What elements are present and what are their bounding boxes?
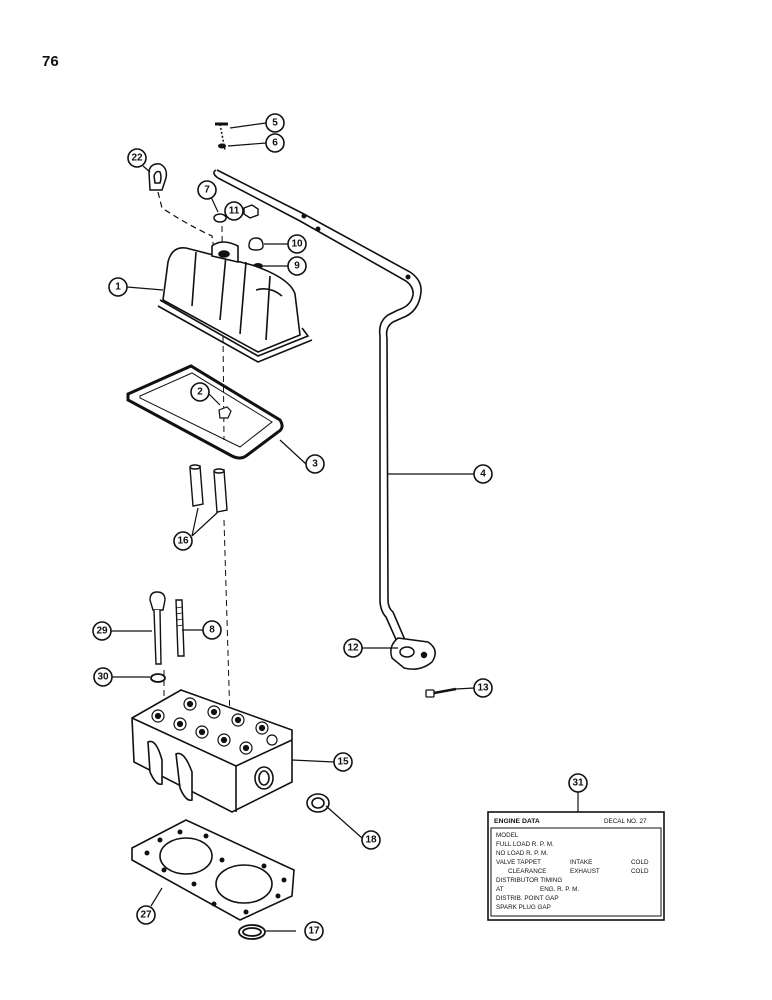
callout-15: 15	[333, 752, 353, 772]
part-tubes	[189, 464, 228, 513]
decal-line-clearance: CLEARANCE	[508, 868, 547, 875]
callout-8: 8	[202, 620, 222, 640]
assembly-line-tubes	[223, 519, 231, 721]
leader-lines	[111, 122, 579, 932]
part-cover-gasket	[126, 364, 284, 460]
svg-text:22: 22	[131, 153, 143, 164]
decal-cold-1: COLD	[631, 859, 649, 866]
page-number: 76	[42, 53, 59, 70]
callout-6: 6	[265, 133, 285, 153]
svg-text:1: 1	[115, 282, 121, 293]
part-head-gasket	[131, 819, 295, 921]
part-grommet-2	[218, 406, 232, 419]
part-cylinder-head	[131, 689, 293, 813]
part-tube-flange	[390, 637, 436, 670]
svg-text:10: 10	[291, 239, 303, 250]
decal-intake: INTAKE	[570, 859, 592, 866]
svg-text:2: 2	[197, 387, 203, 398]
part-engine-data-decal: ENGINE DATA DECAL NO. 27 MODEL FULL LOAD…	[487, 811, 665, 921]
decal-title: ENGINE DATA	[494, 818, 540, 825]
svg-text:15: 15	[337, 757, 349, 768]
svg-text:17: 17	[308, 926, 320, 937]
callout-29: 29	[92, 621, 112, 641]
decal-cold-2: COLD	[631, 868, 649, 875]
part-sealing-ring	[238, 924, 266, 940]
part-head-bolt	[149, 591, 166, 665]
callout-11: 11	[224, 201, 244, 221]
decal-line-full-load: FULL LOAD R. P. M.	[496, 841, 554, 848]
callout-18: 18	[361, 830, 381, 850]
decal-line-valve-tappet: VALVE TAPPET	[496, 859, 541, 866]
part-valve-cover	[157, 241, 313, 363]
callout-1: 1	[108, 277, 128, 297]
part-lifting-eye	[148, 163, 168, 191]
decal-line-point-gap: DISTRIB. POINT GAP	[496, 895, 559, 902]
decal-line-at: AT	[496, 886, 504, 893]
svg-text:9: 9	[294, 261, 300, 272]
svg-text:4: 4	[480, 469, 486, 480]
part-cover-screw	[215, 122, 228, 151]
svg-text:7: 7	[204, 185, 210, 196]
decal-line-no-load: NO LOAD R. P. M.	[496, 850, 548, 857]
svg-text:8: 8	[209, 625, 215, 636]
part-flange-bolt	[425, 687, 457, 698]
part-expansion-plug	[306, 793, 330, 813]
decal-line-model: MODEL	[496, 832, 519, 839]
part-head-stud	[175, 599, 185, 657]
svg-text:13: 13	[477, 683, 489, 694]
callout-27: 27	[136, 905, 156, 925]
part-nut-11	[243, 204, 259, 219]
svg-text:30: 30	[97, 672, 109, 683]
callout-7: 7	[197, 180, 217, 200]
decal-line-plug-gap: SPARK PLUG GAP	[496, 904, 551, 911]
callout-13: 13	[473, 678, 493, 698]
svg-text:6: 6	[272, 138, 278, 149]
decal-line-timing: DISTRIBUTOR TIMING	[496, 877, 562, 884]
svg-text:3: 3	[312, 459, 318, 470]
svg-text:18: 18	[365, 835, 377, 846]
callout-4: 4	[473, 464, 493, 484]
callout-9: 9	[287, 256, 307, 276]
svg-text:5: 5	[272, 118, 278, 129]
svg-text:31: 31	[572, 778, 584, 789]
callout-22: 22	[127, 148, 147, 168]
lifting-eye-leader	[157, 191, 215, 251]
svg-text:27: 27	[140, 910, 152, 921]
callout-30: 30	[93, 667, 113, 687]
callout-12: 12	[343, 638, 363, 658]
callout-17: 17	[304, 921, 324, 941]
callout-2: 2	[190, 382, 210, 402]
part-screw-washer	[218, 143, 226, 149]
callout-3: 3	[305, 454, 325, 474]
decal-eng-rpm: ENG. R. P. M.	[540, 886, 579, 893]
callout-31: 31	[568, 773, 588, 793]
callout-16: 16	[173, 531, 193, 551]
decal-part-no: DECAL NO. 27	[604, 818, 647, 825]
svg-text:29: 29	[96, 626, 108, 637]
svg-text:12: 12	[347, 643, 359, 654]
part-washer-30	[150, 673, 166, 683]
svg-text:11: 11	[229, 206, 240, 217]
decal-exhaust: EXHAUST	[570, 868, 600, 875]
part-grommet-10	[248, 237, 264, 251]
callout-10: 10	[287, 234, 307, 254]
svg-text:16: 16	[177, 536, 189, 547]
part-breather-tube	[213, 169, 422, 645]
part-washer-7	[213, 213, 227, 223]
callout-5: 5	[265, 113, 285, 133]
